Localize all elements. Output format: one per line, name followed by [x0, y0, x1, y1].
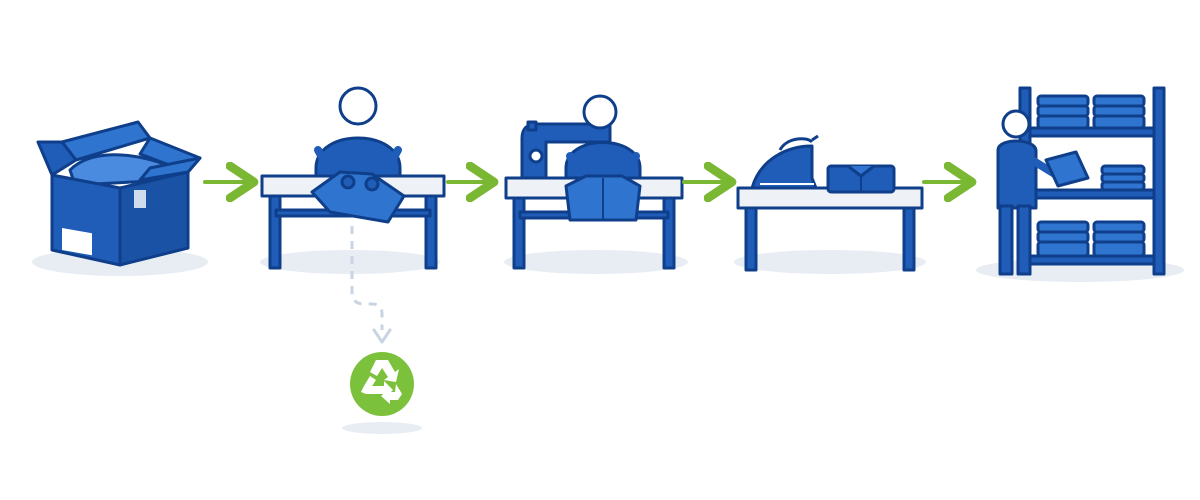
step-storage	[976, 86, 1184, 282]
sewing-table	[504, 174, 684, 270]
recycle-branch-arrowhead	[372, 328, 392, 344]
worker-stocking-icon	[996, 109, 1090, 276]
recycle-branch-line	[350, 226, 384, 330]
worker-sorting-icon	[314, 86, 402, 190]
recycle-arrows	[361, 360, 402, 404]
step-repair	[504, 94, 688, 274]
step-sorting	[260, 86, 446, 274]
sorting-table	[260, 170, 446, 270]
iron-icon	[750, 134, 819, 190]
step-pressing	[734, 134, 926, 274]
shelving-icon	[1018, 86, 1166, 276]
folded-shirt-icon	[826, 164, 896, 194]
step-intake-box	[32, 120, 208, 276]
open-box-icon	[36, 120, 202, 267]
recycle-badge	[342, 352, 422, 434]
